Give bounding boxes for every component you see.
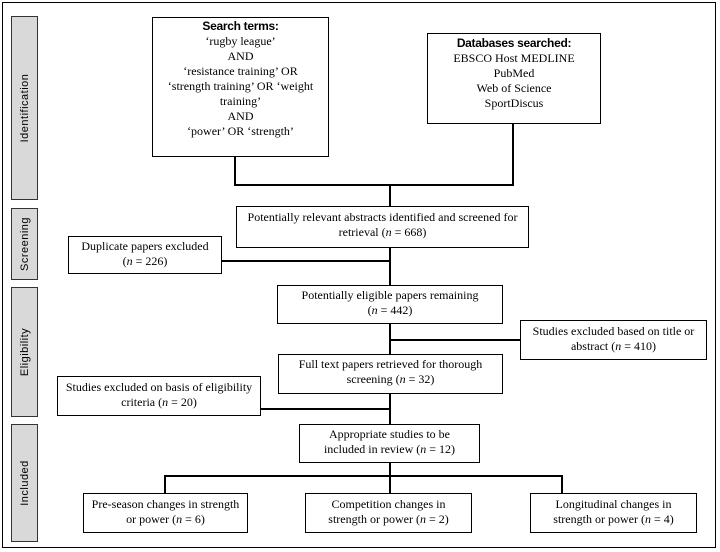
database-item: PubMed (493, 66, 535, 80)
connector-outcomes-bar (164, 475, 563, 477)
database-item: Web of Science (476, 81, 552, 95)
search-term-line: AND (227, 109, 254, 123)
duplicates-excluded-box: Duplicate papers excluded (n = 226) (68, 236, 222, 274)
stage-eligibility: Eligibility (11, 287, 38, 417)
stage-eligibility-label: Eligibility (18, 327, 31, 377)
search-term-line: AND (227, 49, 254, 63)
screened-abstracts-box: Potentially relevant abstracts identifie… (236, 206, 529, 248)
connector-preseason (164, 475, 166, 493)
stage-identification: Identification (11, 16, 38, 200)
stage-included: Included (11, 424, 38, 542)
connector-fulltext-down (389, 394, 391, 424)
stage-screening-label: Screening (18, 216, 31, 272)
connector-competition (389, 475, 391, 493)
connector-duplicates (222, 260, 390, 262)
connector-search-down (234, 157, 236, 185)
search-term-line: ‘power’ OR ‘strength’ (187, 124, 294, 138)
connector-excluded-title (390, 339, 520, 341)
stage-screening: Screening (11, 208, 38, 280)
full-text-papers-box: Full text papers retrieved for thorough … (278, 354, 503, 394)
databases-box: Databases searched: EBSCO Host MEDLINE P… (427, 33, 601, 124)
search-term-line: ‘rugby league’ (205, 34, 276, 48)
excluded-eligibility-box: Studies excluded on basis of eligibility… (57, 376, 261, 416)
longitudinal-changes-box: Longitudinal changes in strength or powe… (530, 493, 697, 533)
search-term-line: ‘resistance training’ OR (183, 64, 298, 78)
appropriate-studies-box: Appropriate studies to be included in re… (299, 424, 480, 463)
eligible-papers-box: Potentially eligible papers remaining (n… (277, 285, 503, 324)
stage-included-label: Included (18, 460, 31, 506)
connector-longitudinal (561, 475, 563, 493)
search-term-line: training’ (219, 94, 262, 108)
search-terms-box: Search terms: ‘rugby league’ AND ‘resist… (152, 17, 329, 157)
connector-databases-down (512, 124, 514, 185)
stage-identification-label: Identification (18, 73, 31, 143)
competition-changes-box: Competition changes in strength or power… (305, 493, 472, 533)
excluded-title-abstract-box: Studies excluded based on title or abstr… (520, 320, 707, 360)
search-terms-heading: Search terms: (202, 19, 279, 33)
database-item: EBSCO Host MEDLINE (453, 51, 575, 65)
search-term-line: ‘strength training’ OR ‘weight (167, 79, 314, 93)
databases-heading: Databases searched: (456, 36, 572, 50)
connector-top-join (234, 184, 514, 186)
preseason-changes-box: Pre-season changes in strength or power … (83, 493, 248, 533)
connector-appropriate-down (389, 463, 391, 476)
database-item: SportDiscus (484, 96, 544, 110)
connector-excluded-elig (261, 408, 390, 410)
